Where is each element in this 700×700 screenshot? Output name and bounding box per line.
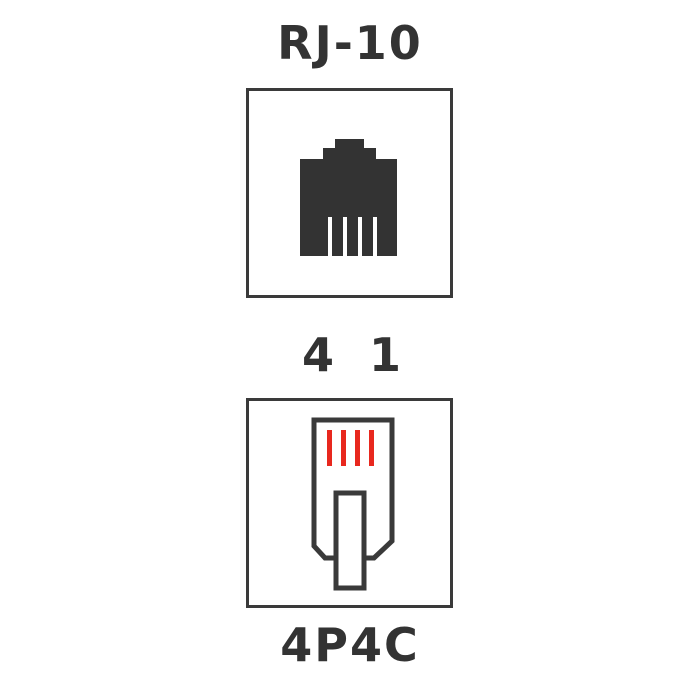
- plug-contact: [327, 430, 332, 466]
- connector-type: 4P4C: [280, 618, 420, 672]
- socket-frame: [246, 88, 453, 298]
- plug-contact: [355, 430, 360, 466]
- socket-slot: [328, 217, 332, 257]
- plug-contact: [369, 430, 374, 466]
- pin-number-right: 1: [369, 328, 402, 382]
- socket-slot: [343, 217, 347, 257]
- socket-icon: [300, 139, 397, 257]
- plug-icon: [311, 417, 395, 591]
- plug-contact: [341, 430, 346, 466]
- plug-frame: [246, 398, 453, 608]
- pin-number-left: 4: [302, 328, 335, 382]
- socket-slot: [373, 217, 377, 257]
- socket-slot: [358, 217, 362, 257]
- plug-latch: [333, 490, 367, 591]
- connector-title: RJ-10: [277, 16, 423, 70]
- socket-body: [300, 139, 397, 256]
